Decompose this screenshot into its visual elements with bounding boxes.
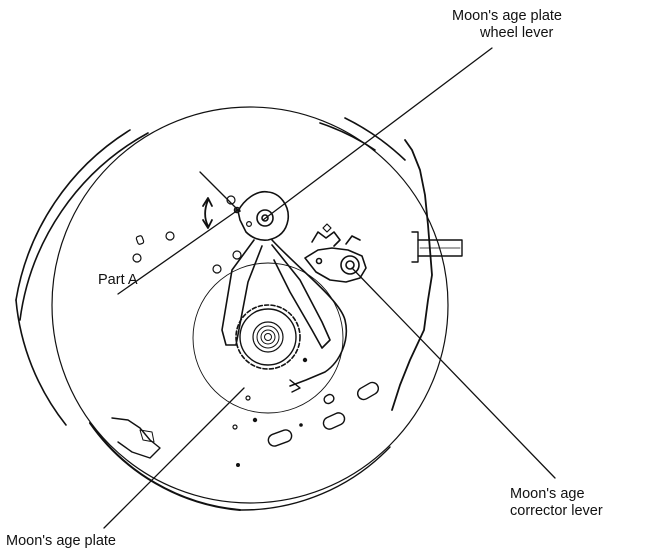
leader-part-a-lower: [117, 209, 239, 295]
leader-corrector: [351, 267, 556, 479]
moons-age-plate: [192, 262, 344, 414]
wheel-lever: [221, 190, 331, 349]
label-corrector-lever: Moon's age corrector lever: [510, 486, 603, 520]
leader-lines: [103, 47, 556, 529]
winding-stem: [417, 239, 463, 257]
label-wheel-lever-line2: wheel lever: [480, 25, 554, 41]
moon-gear: [235, 304, 301, 370]
label-wheel-lever-line1: Moon's age plate: [452, 8, 562, 24]
label-corrector-lever-line1: Moon's age: [510, 486, 585, 502]
leader-wheel-lever: [262, 47, 493, 221]
plate-holes: [132, 195, 308, 468]
movement-body: [51, 106, 463, 511]
leader-age-plate: [103, 387, 245, 529]
plate-slots: [267, 381, 380, 447]
rotation-arrow: [202, 197, 213, 229]
case-outline: [15, 117, 406, 426]
leader-part-a: [199, 171, 239, 211]
label-wheel-lever: Moon's age plate wheel lever: [452, 8, 562, 42]
corrector-lever: [304, 223, 367, 283]
label-part-a: Part A: [98, 272, 138, 288]
label-moons-age-plate: Moon's age plate: [6, 533, 116, 549]
label-corrector-lever-line2: corrector lever: [510, 503, 603, 519]
lever-spring: [271, 239, 347, 387]
